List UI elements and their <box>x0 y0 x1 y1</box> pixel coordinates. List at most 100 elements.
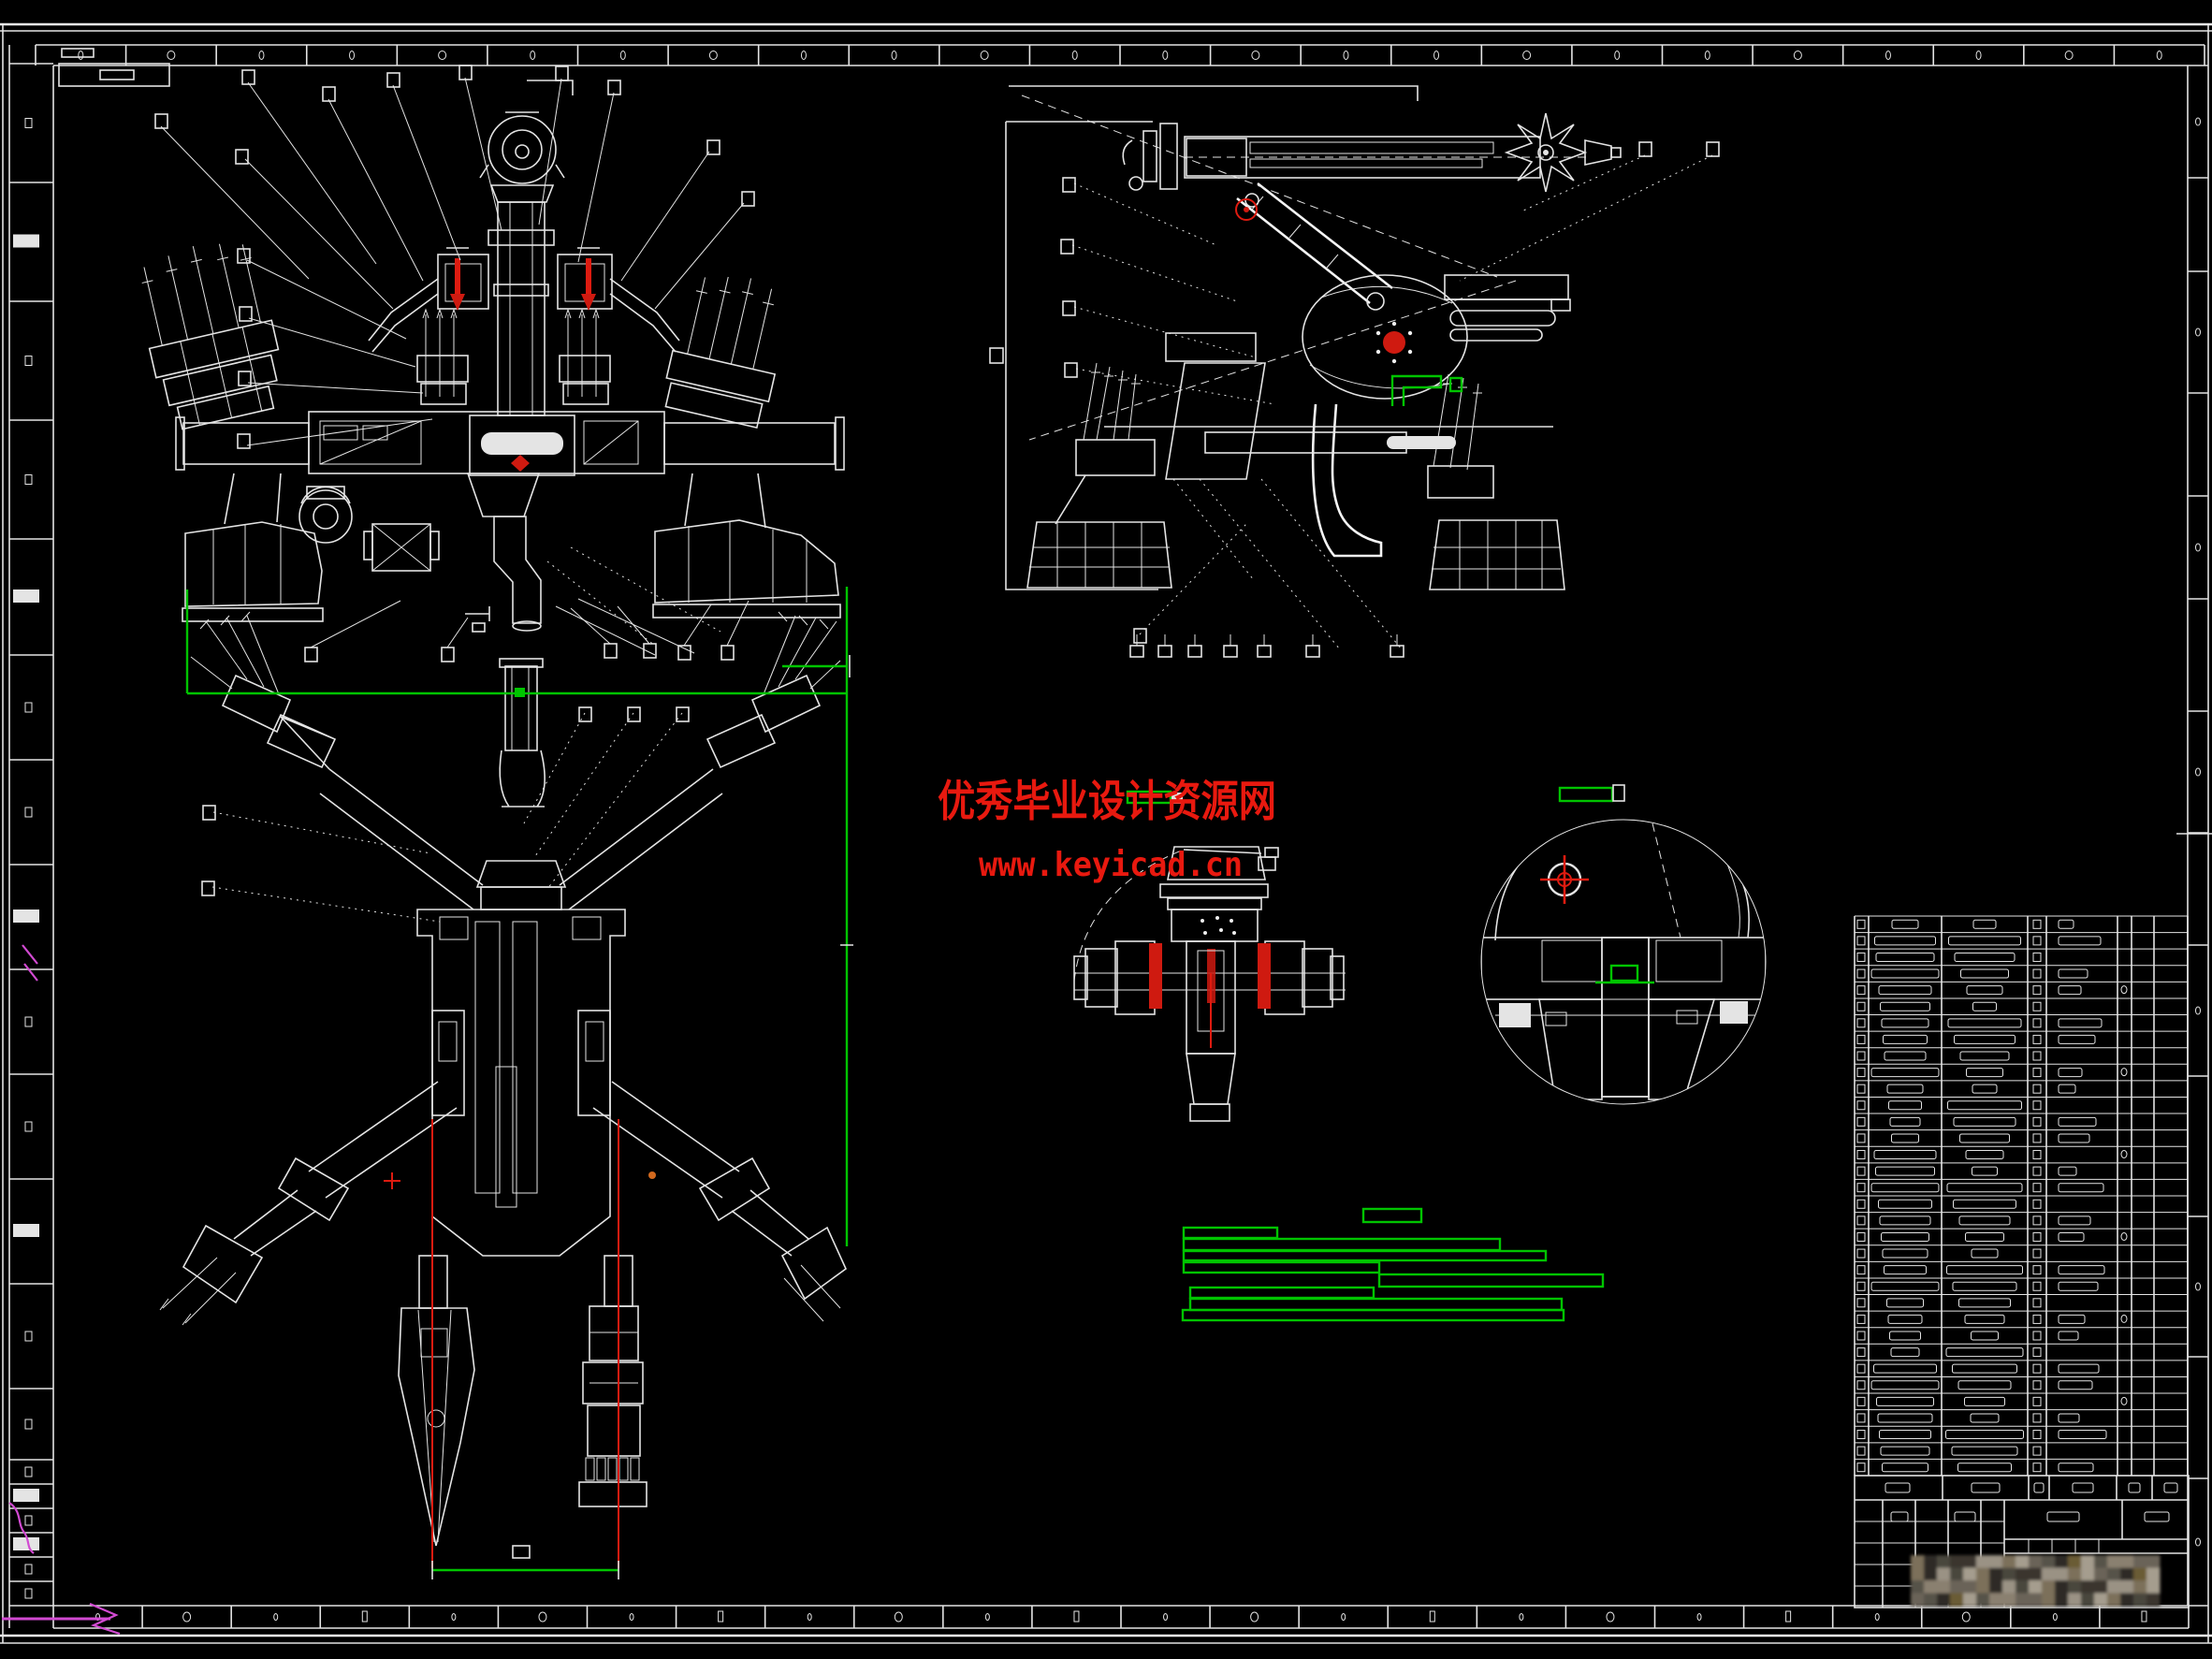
title-cell-mark <box>1971 1482 2001 1493</box>
grid-ref-glyph <box>2195 543 2201 552</box>
title-cell-mark <box>1885 1482 1911 1493</box>
bom-cell-mark <box>1873 1363 1937 1374</box>
bom-cell-mark <box>2058 1133 2090 1143</box>
bom-cell-mark <box>1889 1331 1921 1341</box>
mosaic-block <box>1937 1593 1951 1607</box>
title-cell-mark <box>2128 1482 2141 1493</box>
bom-cell-mark <box>1856 1446 1866 1456</box>
grid-ref-glyph <box>24 1016 33 1027</box>
bom-cell-mark <box>1970 1413 2000 1423</box>
part-balloon <box>1638 141 1652 157</box>
bom-cell-mark <box>1881 1231 1929 1242</box>
bom-cell-mark <box>2032 919 2042 929</box>
bom-cell-mark <box>1954 952 2016 962</box>
green-highlight-bar <box>1182 1237 1502 1252</box>
grid-ref-glyph <box>2195 767 2201 777</box>
bom-cell-mark <box>1877 1413 1933 1423</box>
grid-ref-glyph <box>1073 1610 1080 1623</box>
leader-line <box>654 202 745 310</box>
leader-line-dotted <box>570 546 721 633</box>
mosaic-block <box>1937 1555 1951 1568</box>
part-balloon <box>238 371 252 386</box>
leader-line <box>244 158 394 310</box>
bom-cell-mark <box>1873 1150 1937 1160</box>
mosaic-block <box>2068 1593 2082 1607</box>
feed-direction-arrows <box>450 258 596 311</box>
part-balloon <box>607 80 621 95</box>
bom-cell-mark <box>2120 1150 2128 1159</box>
bom-cell-mark <box>1971 1331 1999 1341</box>
bom-cell-mark <box>1856 1463 1866 1473</box>
grid-ref-glyph <box>349 51 356 60</box>
bom-cell-mark <box>1856 1018 1866 1028</box>
green-extent-lines <box>185 587 853 1246</box>
bom-cell-mark <box>1883 1034 1928 1044</box>
bom-cell-mark <box>1856 1396 1866 1406</box>
leader-line-dotted <box>212 811 431 854</box>
leader-line <box>570 607 611 645</box>
mosaic-block <box>2107 1555 2121 1568</box>
title-block-outline <box>1854 1475 2190 1608</box>
mosaic-block <box>2002 1567 2016 1581</box>
bom-cell-mark <box>1945 1430 2024 1440</box>
bom-cell-mark <box>2032 1248 2042 1259</box>
leader-line <box>310 600 401 648</box>
part-balloon <box>386 72 400 88</box>
bom-cell-mark <box>1959 1051 2010 1061</box>
bom-cell-mark <box>2032 1347 2042 1358</box>
grid-ref-glyph <box>258 51 265 60</box>
bom-cell-mark <box>1856 1150 1866 1160</box>
bom-cell-mark <box>1870 1068 1940 1078</box>
mosaic-block <box>2002 1593 2016 1607</box>
grid-ref-glyph <box>1793 51 1802 60</box>
mosaic-block <box>2016 1580 2030 1594</box>
bom-cell-mark <box>1870 968 1940 979</box>
red-pivot-mark <box>1235 198 1258 221</box>
mosaic-block <box>2055 1555 2069 1568</box>
bom-cell-mark <box>2032 1100 2042 1111</box>
bom-cell-mark <box>2032 1396 2042 1406</box>
leader-line-dotted <box>546 560 656 647</box>
title-cell-mark <box>2046 1511 2080 1522</box>
leg-tooth <box>596 1457 606 1481</box>
bom-cell-mark <box>2032 1281 2042 1291</box>
mosaic-block <box>1924 1593 1938 1607</box>
grid-ref-glyph <box>1071 51 1078 60</box>
mosaic-block <box>2081 1580 2095 1594</box>
bom-cell-mark <box>1957 1380 2012 1390</box>
leader-line <box>726 600 749 647</box>
leader-line <box>620 151 710 282</box>
mosaic-block <box>2133 1580 2147 1594</box>
bom-cell-mark <box>2058 1265 2105 1275</box>
bom-cell-mark <box>2032 1183 2042 1193</box>
ground-pad <box>1157 645 1172 658</box>
mosaic-block <box>2029 1555 2043 1568</box>
bom-cell-mark <box>1875 1166 1935 1176</box>
leader-line <box>464 77 502 231</box>
mosaic-block <box>2016 1567 2030 1581</box>
bom-cell-mark <box>1856 1265 1866 1275</box>
mosaic-block <box>2055 1567 2069 1581</box>
grid-ref-block <box>13 910 39 923</box>
grid-ref-glyph <box>24 1121 33 1132</box>
bom-cell-mark <box>2058 1231 2085 1242</box>
bom-cell-mark <box>1891 1133 1919 1143</box>
corner-box <box>58 63 170 87</box>
watermark-text-url: www.keyicad.cn <box>979 846 1243 884</box>
mosaic-block <box>1976 1580 1990 1594</box>
bom-cell-mark <box>2058 1215 2091 1226</box>
bom-cell-mark <box>1856 1199 1866 1209</box>
bom-cell-mark <box>2032 1001 2042 1011</box>
bom-cell-mark <box>1856 1051 1866 1061</box>
mosaic-block <box>1911 1593 1925 1607</box>
bom-cell-mark <box>1856 985 1866 996</box>
bom-cell-mark <box>1946 1183 2023 1193</box>
bom-cell-mark <box>2032 1199 2042 1209</box>
bom-cell-mark <box>2032 1413 2042 1423</box>
mosaic-block <box>2133 1555 2147 1568</box>
detail-view-bearing <box>1480 819 1767 1105</box>
part-balloon <box>1062 300 1076 316</box>
bom-cell-mark <box>2058 1183 2104 1193</box>
grid-ref-glyph <box>2064 51 2074 60</box>
